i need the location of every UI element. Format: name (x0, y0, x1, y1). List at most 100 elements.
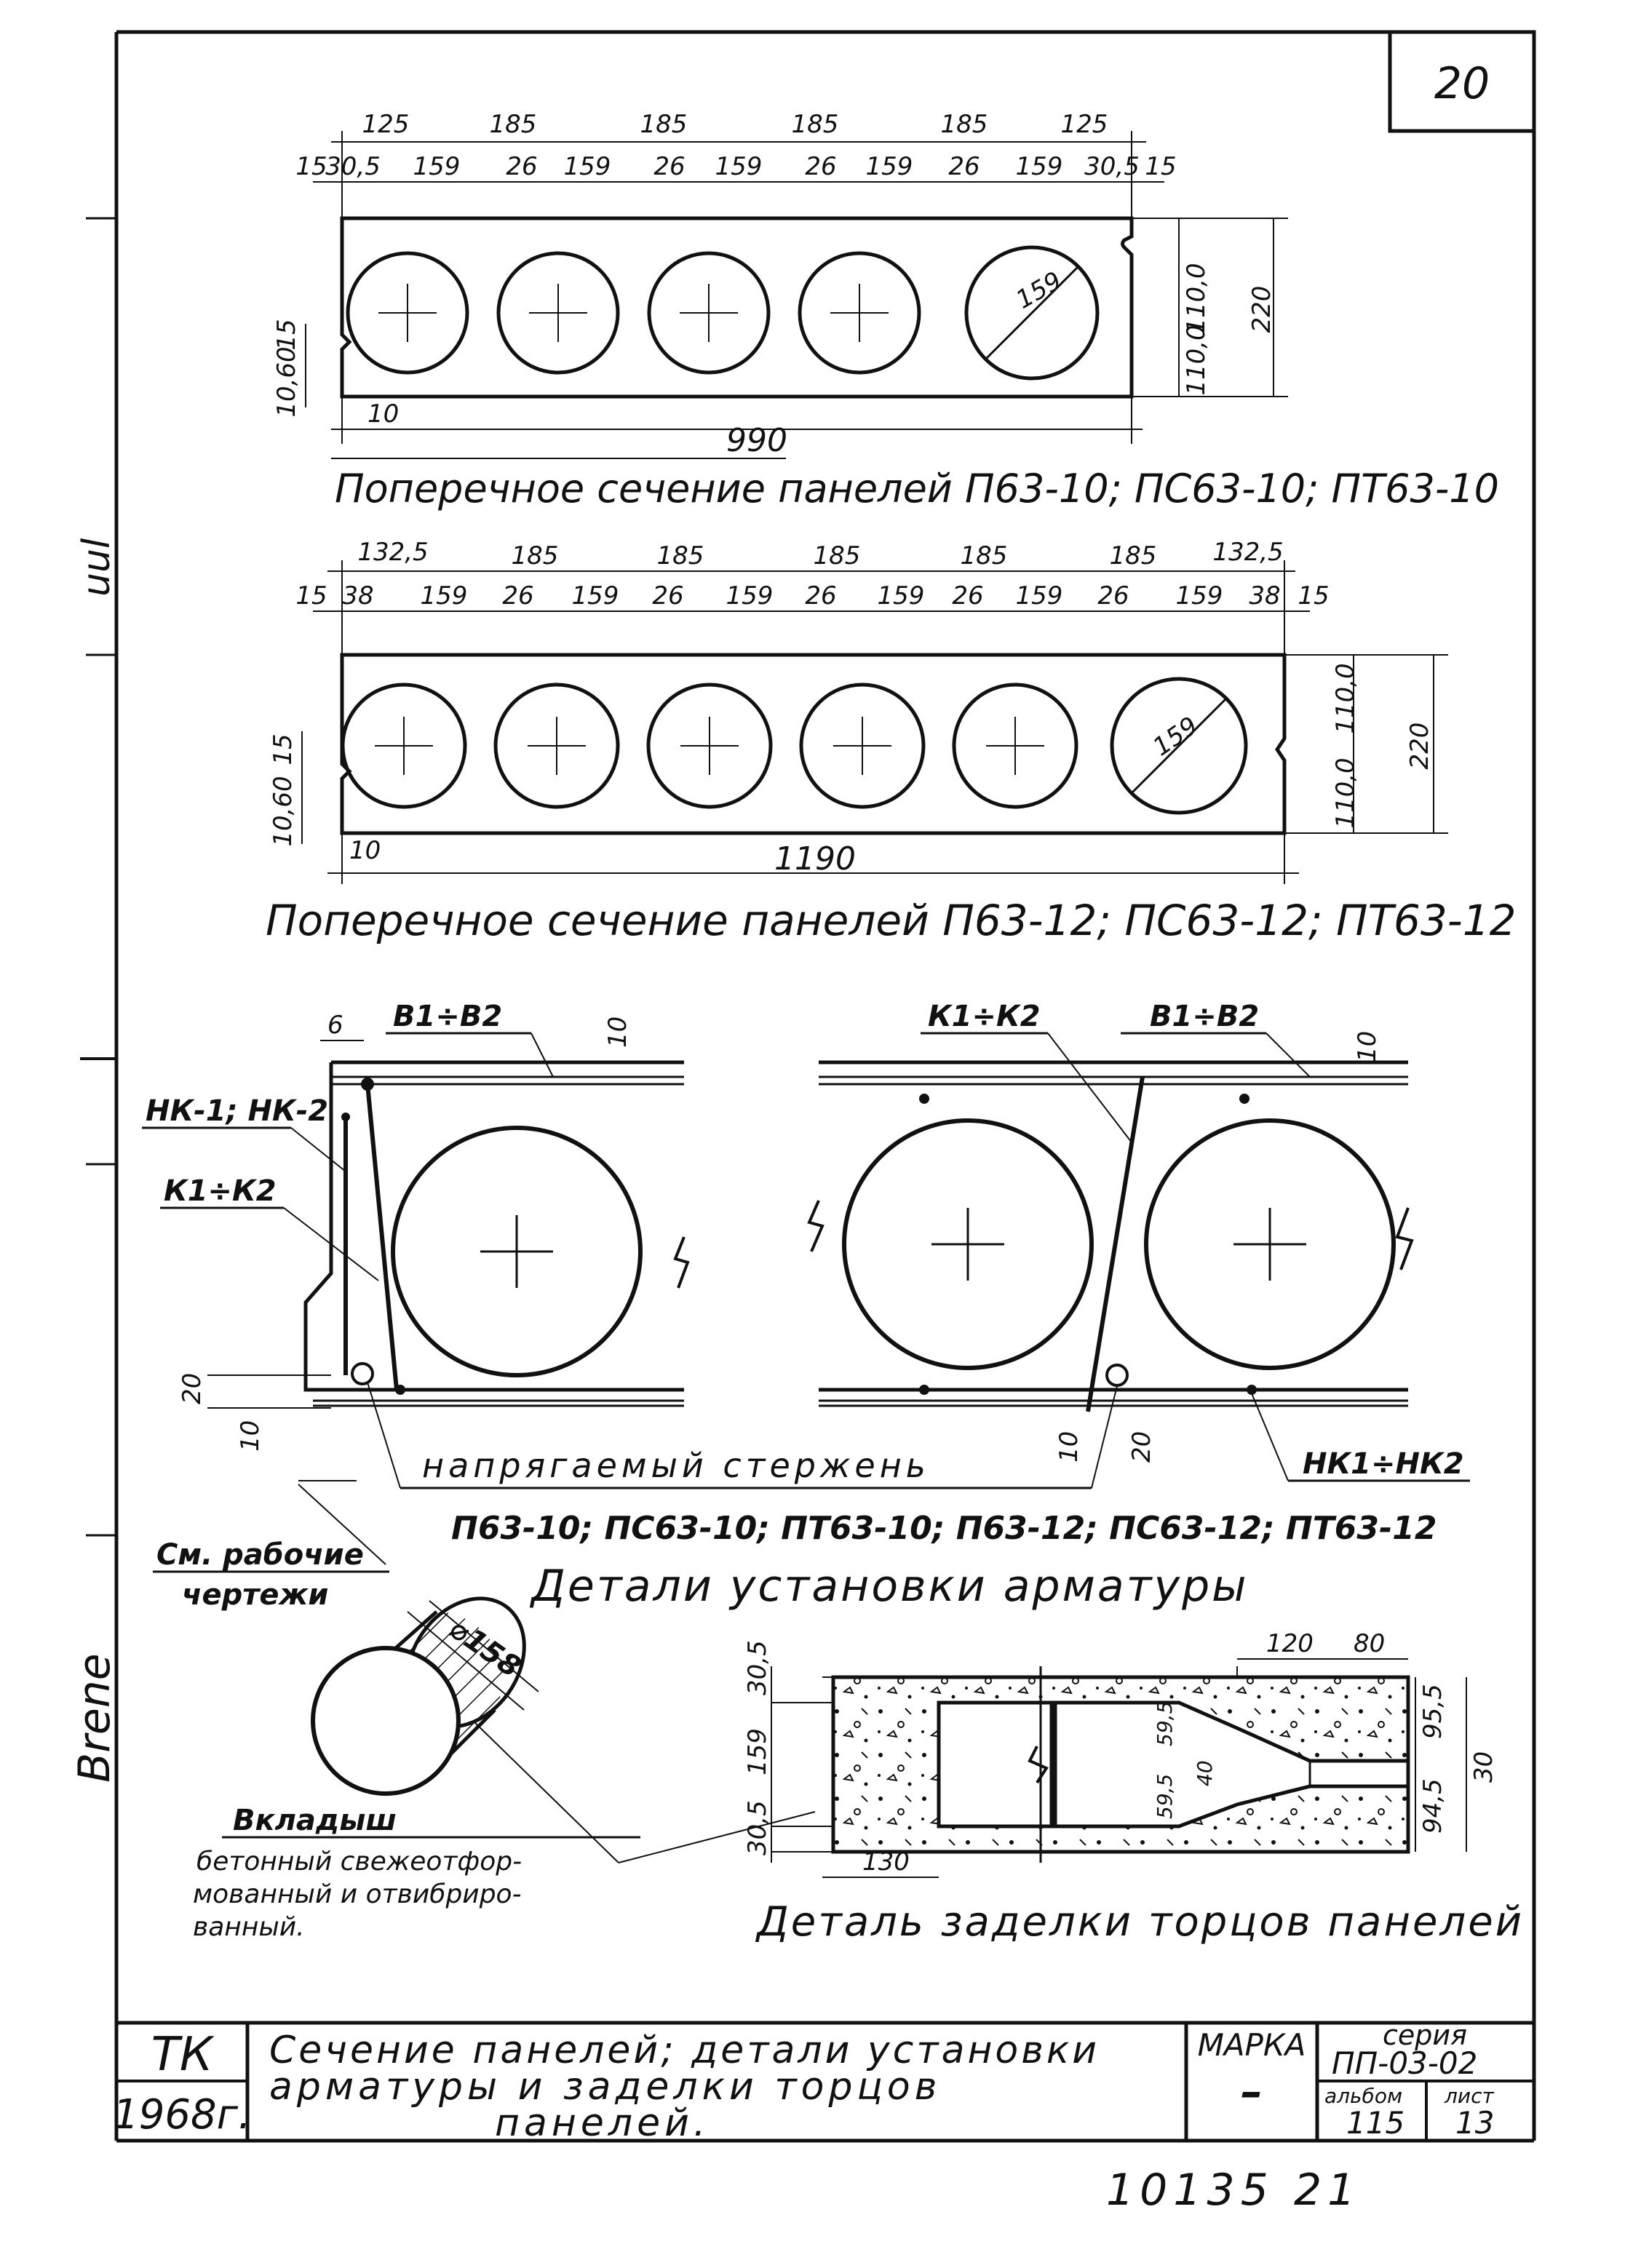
details-notes: напрягаемый стержень См. рабочие чертежи… (153, 1382, 1437, 1612)
dim: 132,5 (1212, 538, 1283, 567)
dim: 26 (502, 581, 533, 610)
section-1-panel-990: 159 125 185 185 185 185 125 15 30,5 159 … (272, 110, 1499, 512)
dim: 185 (814, 541, 861, 570)
title-block: ТК 1968г. Сечение панелей; детали устано… (113, 2019, 1534, 2145)
section-1-sub-dims: 15 30,5 159 26 159 26 159 26 159 26 159 … (295, 152, 1176, 181)
detail-left-dim-10b: 10 (236, 1420, 265, 1452)
section-2-caption: Поперечное сечение панелей П63-12; ПС63-… (266, 896, 1517, 945)
dim: 185 (490, 110, 537, 139)
dim: 159 (866, 152, 913, 181)
dim: 15 (295, 152, 327, 181)
detail-right-dim-10b: 10 (1054, 1431, 1084, 1463)
dim: 30,5 (1084, 152, 1140, 181)
end-dim: 30,5 (743, 1640, 772, 1695)
tb-mark-label: МАРКА (1198, 2027, 1306, 2063)
dim: 10 (367, 399, 399, 429)
dim: 10,60 (269, 776, 298, 846)
hole (798, 251, 921, 375)
dim: 1190 (774, 840, 856, 878)
tb-mark-value: – (1241, 2066, 1263, 2117)
dim: 159 (413, 152, 461, 181)
tb-title-line: панелей. (495, 2101, 710, 2145)
dim: 110,0 (1182, 325, 1211, 395)
detail-right-label-k: К1÷К2 (928, 1000, 1041, 1033)
dim: 220 (1247, 286, 1276, 333)
end-dim: 30 (1469, 1751, 1498, 1783)
dim: 990 (726, 422, 787, 459)
tb-title-line: Сечение панелей; детали установки (269, 2029, 1100, 2072)
dim: 185 (961, 541, 1008, 570)
rod-label: напрягаемый стержень (422, 1446, 930, 1485)
see-note-line-1: См. рабочие (156, 1538, 364, 1572)
tb-series-label: серия (1383, 2019, 1467, 2051)
see-note-line-2: чертежи (182, 1578, 328, 1612)
detail-left-dim-6: 6 (327, 1011, 343, 1040)
dim: 159 (715, 152, 763, 181)
dim: 185 (657, 541, 704, 570)
dim: 38 (342, 581, 373, 610)
section-1-caption: Поперечное сечение панелей П63-10; ПС63-… (335, 466, 1499, 512)
dim: 159 (572, 581, 619, 610)
dim: 159 (1016, 581, 1063, 610)
section-2-holes (341, 677, 1248, 815)
dim: 26 (652, 581, 683, 610)
tb-sheet-value: 13 (1455, 2105, 1494, 2141)
hole (1110, 677, 1248, 815)
end-dim: 40 (1193, 1760, 1217, 1786)
hole (493, 683, 620, 809)
dim: 26 (805, 581, 836, 610)
insert-desc-line: мованный и отвибриро- (193, 1879, 522, 1909)
end-dim: 130 (862, 1847, 910, 1877)
dim: 185 (640, 110, 688, 139)
section-1-top-dims: 125 185 185 185 185 125 (362, 110, 1108, 139)
hole (341, 683, 467, 809)
dim: 185 (1110, 541, 1157, 570)
hole (952, 683, 1078, 809)
hole (799, 683, 926, 809)
dim: 159 (1176, 581, 1223, 610)
dim: 159 (421, 581, 468, 610)
end-dim: 59,5 (1153, 1701, 1177, 1746)
section-2-sub-dims: 15 38 159 26 159 26 159 26 159 26 159 26… (295, 581, 1329, 610)
dim: 26 (653, 152, 685, 181)
dim: 110,0 (1331, 663, 1360, 733)
hole (496, 251, 620, 375)
side-marks: uul Brene (69, 538, 120, 1783)
section-2-top-dims: 132,5 185 185 185 185 185 132,5 (357, 538, 1283, 570)
detail-left: 6 В1÷В2 10 НК-1; НК-2 К1÷К2 20 10 (142, 1000, 690, 1452)
dim: 110,0 (1182, 263, 1211, 333)
dim: 185 (941, 110, 988, 139)
dim: 185 (512, 541, 559, 570)
detail-left-label-nk: НК-1; НК-2 (146, 1094, 328, 1128)
end-dim: 30,5 (743, 1800, 772, 1855)
dim: 26 (952, 581, 983, 610)
tb-sheet-label: лист (1444, 2084, 1494, 2108)
hole (346, 251, 469, 375)
end-dim: 94,5 (1418, 1778, 1447, 1834)
dim: 125 (362, 110, 410, 139)
side-mark-1: uul (75, 538, 119, 597)
panels-list: П63-10; ПС63-10; ПТ63-10; П63-12; ПС63-1… (451, 1510, 1437, 1547)
detail-left-hole (391, 1126, 643, 1377)
tb-title-line: арматуры и заделки торцов (269, 2065, 941, 2109)
detail-left-label-k: К1÷К2 (164, 1174, 277, 1208)
dim: 10 (349, 836, 381, 865)
section-1-hole-dia: 159 (1012, 266, 1067, 315)
dim: 15 (1145, 152, 1176, 181)
section-2-hole-dia: 159 (1148, 711, 1203, 762)
dim: 26 (948, 152, 980, 181)
dim: 26 (506, 152, 537, 181)
hole (964, 245, 1100, 381)
side-mark-2: Brene (69, 1653, 120, 1783)
detail-left-dim-20: 20 (178, 1373, 207, 1404)
sheet-frame (80, 30, 1536, 2143)
dim: 159 (1016, 152, 1063, 181)
tb-album-label: альбом (1324, 2084, 1402, 2108)
dim: 125 (1061, 110, 1108, 139)
dim: 26 (805, 152, 836, 181)
tb-album-value: 115 (1346, 2105, 1404, 2141)
dim: 132,5 (357, 538, 428, 567)
section-1-holes (346, 245, 1100, 381)
detail-right-dim-20: 20 (1127, 1431, 1156, 1463)
